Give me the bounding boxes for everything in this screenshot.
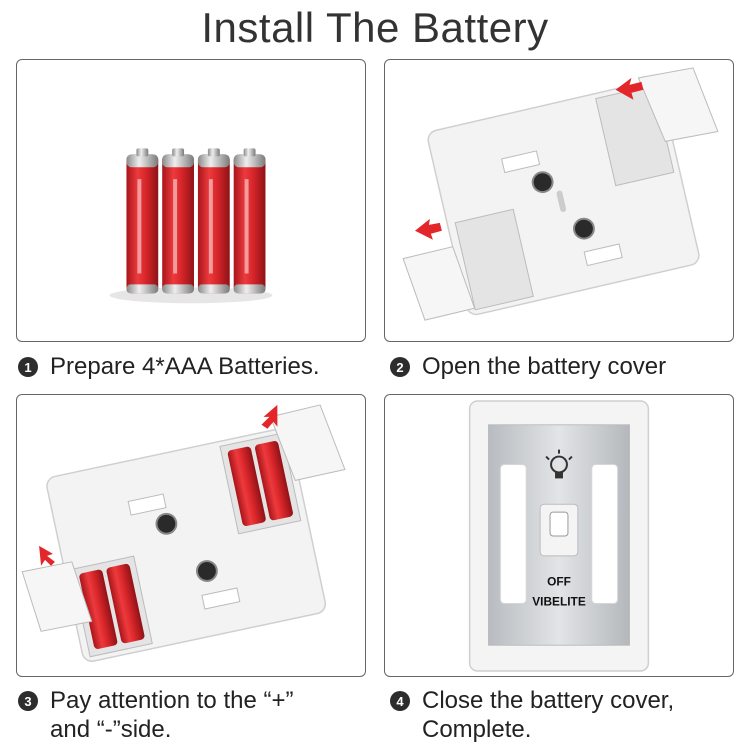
step-text-line-1: Pay attention to the “+”: [50, 687, 294, 714]
battery-cover: [269, 404, 346, 481]
panel-polarity: [16, 394, 366, 677]
step-2-caption: 2 Open the battery cover: [390, 352, 666, 381]
red-arrow-icon: [261, 404, 278, 429]
step-number: 4: [390, 691, 410, 711]
battery-cover: [21, 561, 93, 632]
step-text: Close the battery cover, Complete.: [422, 686, 674, 744]
light-illustration: OFF VIBELITE: [468, 400, 650, 672]
panel-prepare-batteries: [16, 59, 366, 342]
battery-icon: [197, 148, 230, 294]
battery-icon: [162, 148, 194, 294]
page-title: Install The Battery: [201, 4, 549, 51]
step-text-line-2: Complete.: [422, 716, 532, 743]
step-number: 1: [18, 357, 38, 377]
battery-cover: [637, 67, 719, 142]
step-text-line-2: and “-”side.: [50, 716, 172, 743]
switch-label: OFF: [547, 575, 571, 589]
bulb-icon: [545, 449, 573, 479]
battery-cover: [402, 246, 476, 321]
panel-complete: OFF VIBELITE: [384, 394, 734, 677]
step-text: Open the battery cover: [422, 353, 667, 380]
step-number: 3: [18, 691, 38, 711]
step-1-caption: 1 Prepare 4*AAA Batteries.: [18, 352, 319, 381]
step-text: Prepare 4*AAA Batteries.: [50, 353, 320, 380]
step-3-caption: 3 Pay attention to the “+” and “-”side.: [18, 686, 293, 744]
batteries-illustration: [109, 148, 273, 304]
step-4-caption: 4 Close the battery cover, Complete.: [390, 686, 674, 744]
red-arrow-icon: [615, 77, 644, 100]
battery-icon: [233, 148, 266, 294]
step-text-line-1: Close the battery cover,: [422, 687, 675, 714]
open-cover-illustration: [402, 67, 719, 321]
toggle-switch-icon: [539, 503, 579, 557]
step-text: Pay attention to the “+” and “-”side.: [50, 686, 293, 744]
step-number: 2: [390, 357, 410, 377]
battery-icon: [126, 148, 159, 294]
panel-open-cover: [384, 59, 734, 342]
brand-label: VIBELITE: [532, 595, 586, 609]
red-arrow-icon: [39, 545, 55, 566]
red-arrow-icon: [415, 218, 442, 240]
polarity-illustration: [21, 404, 346, 662]
